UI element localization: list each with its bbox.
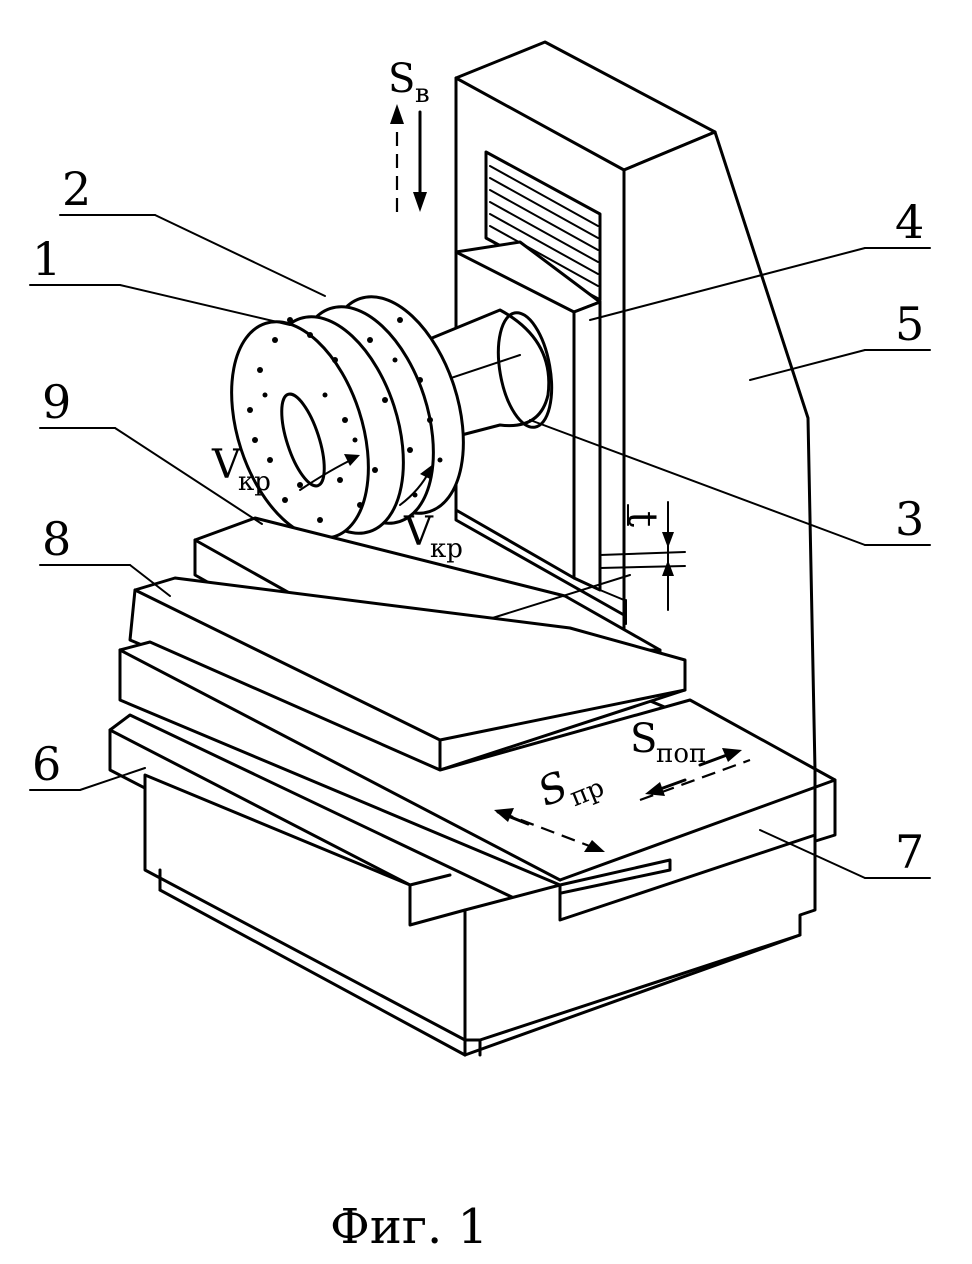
svg-text:кр: кр [430,534,463,564]
part-label-1: 1 [32,232,61,286]
svg-text:t: t [619,511,665,527]
vertical-feed-arrows [390,104,427,218]
label-t: t [619,511,665,527]
svg-text:кр: кр [238,467,271,497]
part-label-3: 3 [895,492,924,546]
svg-text:S: S [630,716,657,762]
part-label-8: 8 [42,512,71,566]
part-label-4: 4 [895,195,924,249]
part-label-2: 2 [62,162,91,216]
svg-text:поп: поп [656,739,706,769]
part-label-5: 5 [895,297,924,351]
part-label-6: 6 [32,737,61,791]
figure-caption: Фиг. 1 [330,1199,488,1255]
part-label-7: 7 [895,825,924,879]
label-s-v: S в [388,56,430,109]
svg-text:S: S [388,56,415,102]
part-label-9: 9 [42,375,71,429]
label-v-kr-right: V кр [403,509,463,564]
svg-text:в: в [415,79,430,109]
